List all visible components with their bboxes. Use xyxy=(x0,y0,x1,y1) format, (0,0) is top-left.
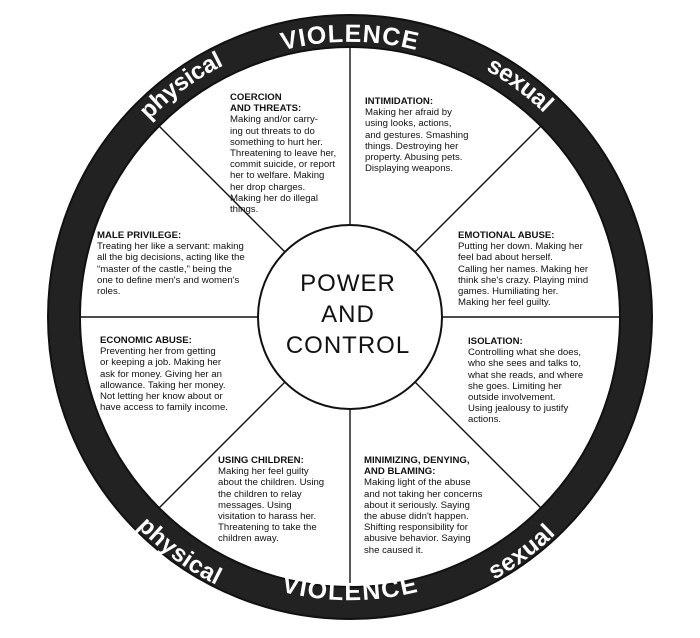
spokes xyxy=(80,47,620,587)
segment-title: MINIMIZING, DENYING,AND BLAMING: xyxy=(364,455,470,478)
center-line-power: POWER xyxy=(300,270,396,297)
segment-male-privilege: MALE PRIVILEGE: Treating her like a serv… xyxy=(97,230,245,297)
segment-emotional-abuse: EMOTIONAL ABUSE: Putting her down. Makin… xyxy=(458,230,588,308)
segment-body: Controlling what she does,who she sees a… xyxy=(468,347,584,426)
center-line-and: AND xyxy=(321,301,375,328)
segment-title: ISOLATION: xyxy=(468,336,523,347)
center-hub xyxy=(257,224,443,410)
segment-title: USING CHILDREN: xyxy=(218,455,304,466)
segment-title: EMOTIONAL ABUSE: xyxy=(458,230,555,241)
center-line-control: CONTROL xyxy=(285,332,411,359)
segment-isolation: ISOLATION: Controlling what she does,who… xyxy=(468,336,583,426)
segment-minimizing-denying-blaming: MINIMIZING, DENYING,AND BLAMING: Making … xyxy=(364,455,482,556)
segment-title: ECONOMIC ABUSE: xyxy=(100,335,192,346)
segment-body: Making and/or carry-ing out threats to d… xyxy=(230,114,337,216)
outer-ring xyxy=(48,15,652,619)
center-title: POWER AND CONTROL xyxy=(260,268,436,361)
segment-title: INTIMIDATION: xyxy=(365,96,434,107)
outer-edge xyxy=(47,14,653,620)
segment-title: MALE PRIVILEGE: xyxy=(97,230,182,241)
segment-economic-abuse: ECONOMIC ABUSE: Preventing her from gett… xyxy=(100,335,228,413)
